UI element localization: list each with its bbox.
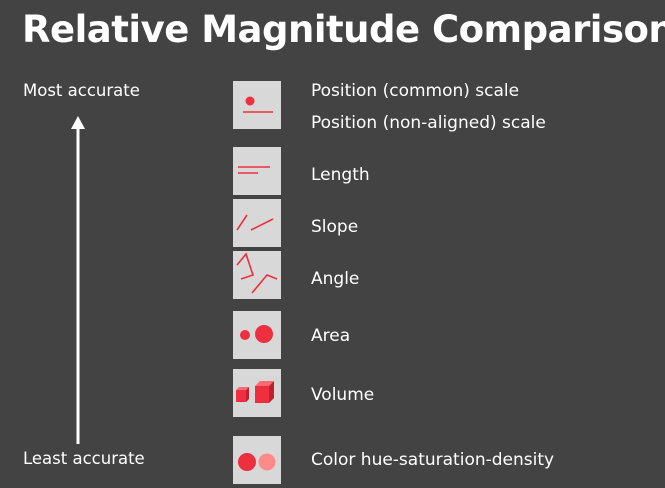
volume-icon	[233, 369, 281, 417]
angle-icon	[233, 251, 281, 299]
label-angle: Angle	[311, 269, 360, 289]
length-icon	[233, 147, 281, 195]
position-icon	[233, 81, 281, 129]
label-position-non-aligned: Position (non-aligned) scale	[311, 113, 546, 133]
label-slope: Slope	[311, 217, 359, 237]
label-area: Area	[311, 326, 351, 346]
most-accurate-label: Most accurate	[23, 81, 140, 100]
label-length: Length	[311, 165, 370, 185]
slope-icon	[233, 199, 281, 247]
label-volume: Volume	[311, 385, 375, 405]
accuracy-arrow	[71, 116, 85, 444]
area-icon	[233, 311, 281, 359]
label-color: Color hue-saturation-density	[311, 450, 555, 470]
least-accurate-label: Least accurate	[23, 449, 145, 468]
label-position-common: Position (common) scale	[311, 81, 520, 101]
page-title: Relative Magnitude Comparison	[22, 8, 665, 51]
color-icon	[233, 436, 281, 484]
